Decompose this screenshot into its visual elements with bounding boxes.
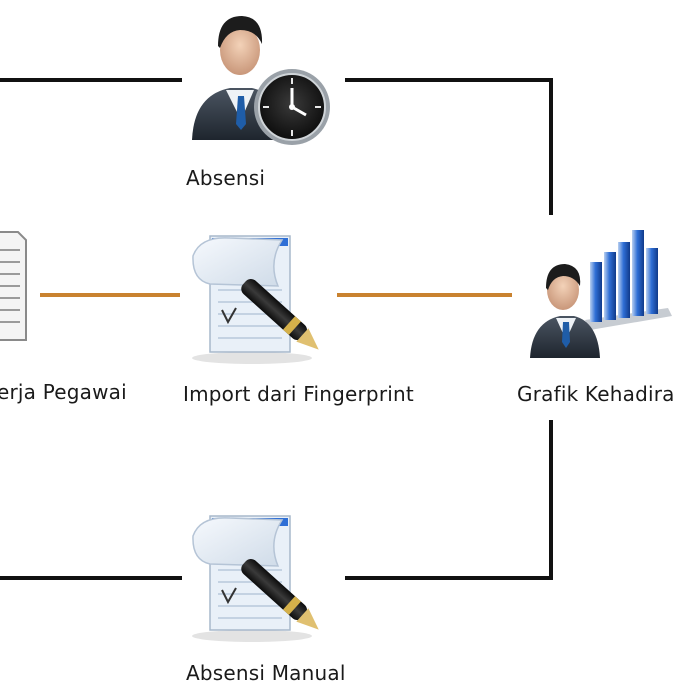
node-label-absensi: Absensi xyxy=(186,166,266,190)
connector-bottom-right xyxy=(345,420,553,580)
node-label-manual: Absensi Manual xyxy=(186,661,346,685)
node-label-kinerja: erja Pegawai xyxy=(0,380,127,404)
node-label-grafik: Grafik Kehadira xyxy=(517,382,675,406)
connector-top-right xyxy=(345,78,553,215)
node-label-import: Import dari Fingerprint xyxy=(183,382,414,406)
